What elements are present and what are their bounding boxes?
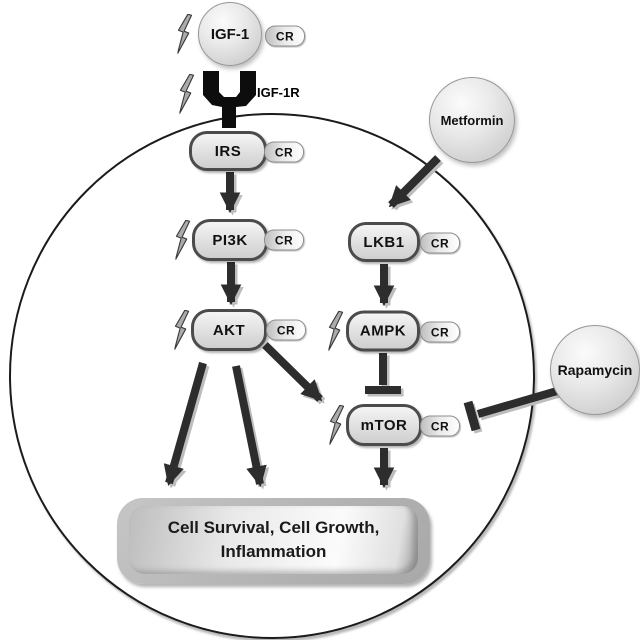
arrow-akt-to-mtor <box>262 342 323 402</box>
node-irs: IRS <box>189 131 267 171</box>
cr-badge-irs: CR <box>264 141 304 163</box>
node-igf1: IGF-1 <box>198 2 262 66</box>
lightning-icon-mtor <box>329 405 345 445</box>
node-pi3k: PI3K <box>192 219 268 261</box>
inhibit-rapamycin-mtor-bar <box>463 400 481 432</box>
node-akt-label: AKT <box>212 321 246 339</box>
outcome-line2: Inflammation <box>220 542 327 561</box>
lightning-icon-pi3k <box>175 220 191 260</box>
arrow-akt-to-box-left <box>163 361 207 487</box>
connectors <box>163 155 559 489</box>
node-ampk: AMPK <box>346 310 420 352</box>
outcome-box: Cell Survival, Cell Growth, Inflammation <box>117 498 430 584</box>
node-mtor-label: mTOR <box>360 416 408 434</box>
cr-badge-ampk: CR <box>420 321 460 343</box>
node-irs-label: IRS <box>214 142 242 160</box>
cr-badge-mtor-label: CR <box>430 419 450 433</box>
node-rapamycin-label: Rapamycin <box>557 362 633 378</box>
lightning-icon-igf1r <box>179 74 195 114</box>
node-metformin-label: Metformin <box>440 112 504 128</box>
cr-badge-pi3k: CR <box>264 229 304 251</box>
outcome-box-inner: Cell Survival, Cell Growth, Inflammation <box>129 506 418 574</box>
node-igf1r-label: IGF-1R <box>257 85 300 100</box>
lightning-icon-igf1 <box>177 14 193 54</box>
node-pi3k-label: PI3K <box>212 231 248 249</box>
cr-badge-ampk-label: CR <box>430 325 450 339</box>
outcome-line1: Cell Survival, Cell Growth, <box>167 518 380 538</box>
node-rapamycin: Rapamycin <box>550 325 640 415</box>
cell-membrane-circle <box>9 113 535 639</box>
cr-badge-igf1: CR <box>265 25 305 47</box>
node-lkb1: LKB1 <box>348 222 420 262</box>
arrow-metformin-to-lkb1 <box>388 155 441 208</box>
inhibit-rapamycin-mtor-stem <box>476 387 559 418</box>
node-metformin: Metformin <box>429 77 515 163</box>
node-igf1-label: IGF-1 <box>210 25 250 43</box>
node-lkb1-label: LKB1 <box>363 233 405 251</box>
node-ampk-label: AMPK <box>359 322 407 340</box>
cr-badge-lkb1-label: CR <box>430 236 450 250</box>
cr-badge-akt: CR <box>266 319 306 341</box>
node-mtor: mTOR <box>346 404 422 446</box>
cr-badge-mtor: CR <box>420 415 460 437</box>
node-akt: AKT <box>191 309 267 351</box>
lightning-icon-ampk <box>328 311 344 351</box>
lightning-icon-akt <box>174 310 190 350</box>
arrow-akt-to-box-mid <box>232 365 267 488</box>
cr-badge-akt-label: CR <box>276 323 296 337</box>
cr-badge-pi3k-label: CR <box>274 233 294 247</box>
cr-badge-lkb1: CR <box>420 232 460 254</box>
cr-badge-igf1-label: CR <box>275 29 295 43</box>
igf1r-receptor-icon <box>203 71 256 128</box>
cr-badge-irs-label: CR <box>274 145 294 159</box>
